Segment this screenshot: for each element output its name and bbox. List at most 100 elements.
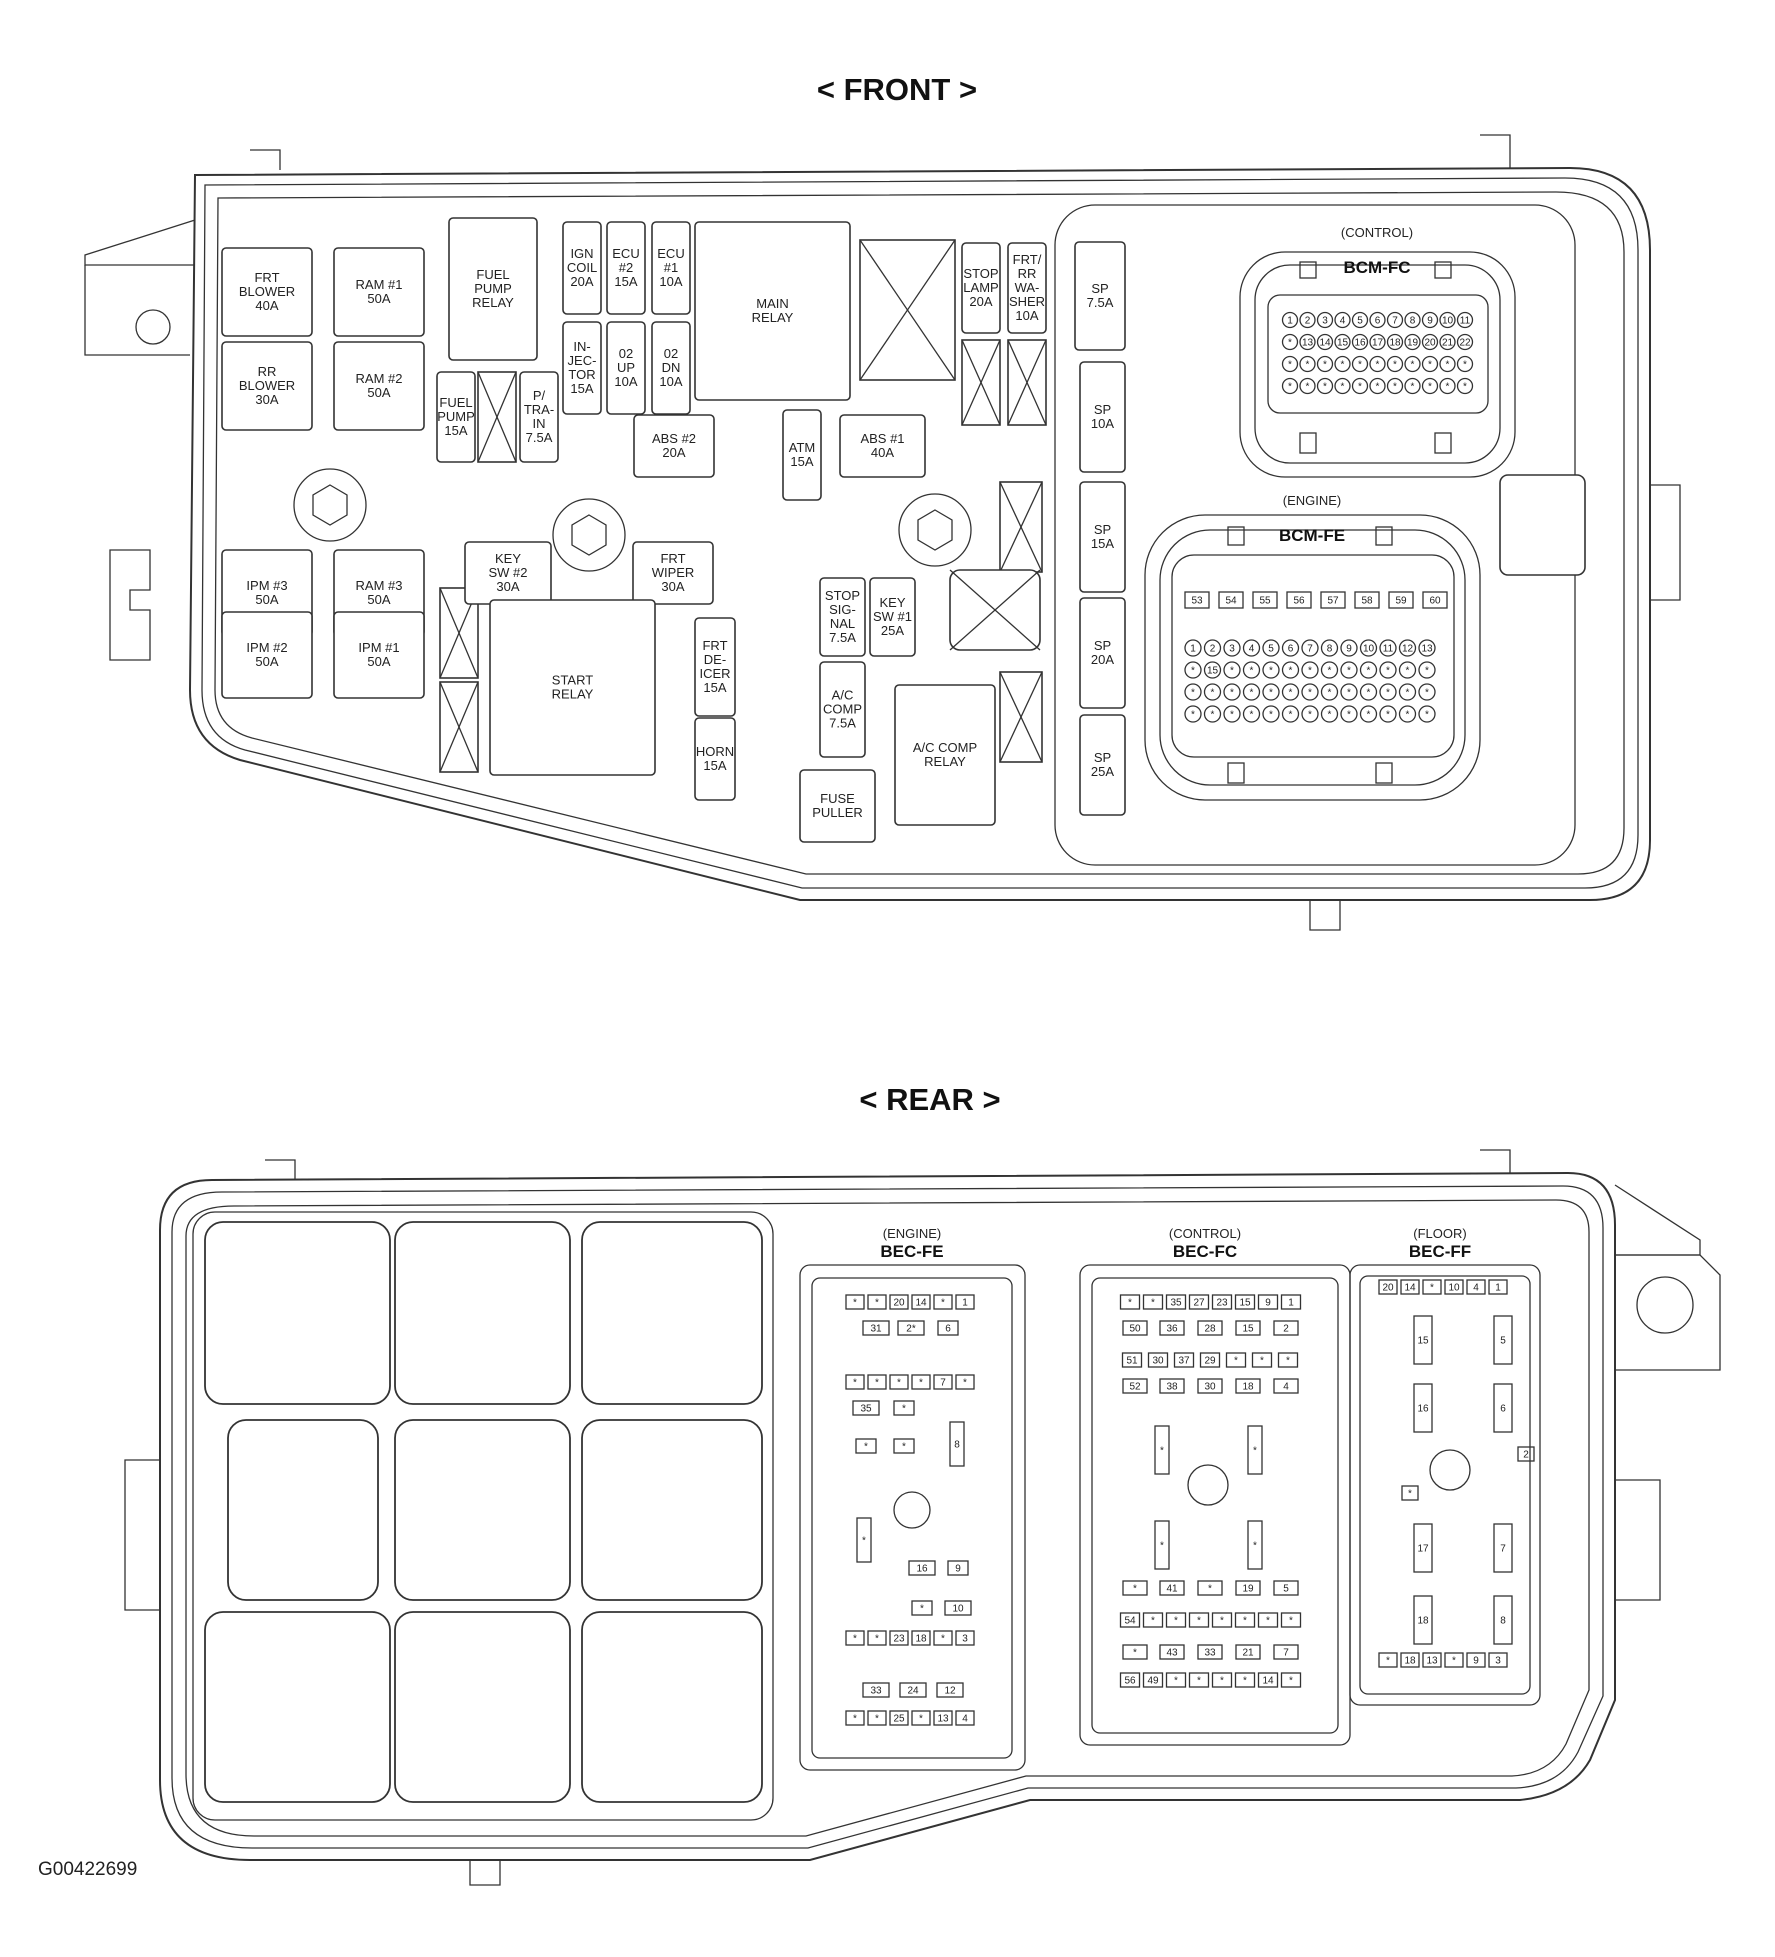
connector-pin: 57 — [1320, 591, 1346, 609]
svg-text:27: 27 — [1193, 1298, 1205, 1309]
connector-pin: 9 — [1466, 1652, 1486, 1668]
connector-pin: * — [1165, 1672, 1187, 1688]
svg-text:5: 5 — [1500, 1336, 1506, 1347]
connector-pin: 18 — [1235, 1378, 1261, 1394]
connector-pin: 10 — [1439, 311, 1456, 329]
connector-pin: 43 — [1159, 1644, 1185, 1660]
svg-text:*: * — [1250, 666, 1254, 677]
svg-text:*: * — [853, 1378, 857, 1389]
svg-text:7: 7 — [1392, 316, 1398, 327]
connector-pin: * — [1225, 1352, 1247, 1368]
svg-text:*: * — [1133, 1648, 1137, 1659]
svg-text:16: 16 — [1417, 1404, 1429, 1415]
svg-text:56: 56 — [1293, 596, 1305, 607]
connector-pin: 35 — [852, 1400, 880, 1416]
connector-pin: * — [1320, 683, 1339, 701]
svg-text:15: 15 — [1337, 338, 1349, 349]
svg-text:*: * — [1393, 382, 1397, 393]
svg-text:58: 58 — [1361, 596, 1373, 607]
connector-pin: 8 — [949, 1421, 965, 1467]
svg-text:43: 43 — [1166, 1648, 1178, 1659]
svg-text:23: 23 — [893, 1634, 905, 1645]
svg-text:*: * — [1408, 1489, 1412, 1500]
connector-pin: * — [1281, 333, 1299, 351]
svg-text:4: 4 — [1340, 316, 1346, 327]
svg-text:9: 9 — [1265, 1298, 1271, 1309]
svg-text:*: * — [1230, 710, 1234, 721]
connector-pin: 60 — [1422, 591, 1448, 609]
connector-pin: 14 — [911, 1294, 931, 1310]
svg-text:*: * — [853, 1298, 857, 1309]
svg-text:5: 5 — [1268, 644, 1274, 655]
svg-text:*: * — [1289, 688, 1293, 699]
connector-pin: 31 — [862, 1320, 890, 1336]
svg-text:*: * — [1386, 710, 1390, 721]
connector-pin: 7 — [933, 1374, 953, 1390]
svg-text:8: 8 — [1327, 644, 1333, 655]
connector-pin: 4 — [955, 1710, 975, 1726]
connector-pin: 14 — [1400, 1279, 1420, 1295]
svg-text:18: 18 — [1242, 1382, 1254, 1393]
svg-text:*: * — [1428, 382, 1432, 393]
svg-text:10: 10 — [952, 1604, 964, 1615]
svg-text:*: * — [1406, 688, 1410, 699]
connector-pin: 3 — [1223, 639, 1241, 657]
svg-text:15: 15 — [1207, 666, 1219, 677]
svg-text:*: * — [1306, 382, 1310, 393]
connector-pin: 58 — [1354, 591, 1380, 609]
connector-pin: 54 — [1218, 591, 1244, 609]
svg-text:*: * — [1328, 688, 1332, 699]
connector-pin: * — [1188, 1672, 1210, 1688]
bcm-fc-caption: (CONTROL) — [1341, 225, 1413, 240]
svg-text:*: * — [1358, 382, 1362, 393]
connector-pin: 1 — [1488, 1279, 1508, 1295]
empty-slot — [999, 481, 1043, 573]
svg-text:*: * — [853, 1634, 857, 1645]
svg-text:*: * — [1289, 710, 1293, 721]
bcm-fc-name: BCM-FC — [1343, 258, 1410, 277]
svg-text:*: * — [1286, 1356, 1290, 1367]
svg-text:36: 36 — [1166, 1324, 1178, 1335]
connector-pin: * — [1280, 1672, 1302, 1688]
connector-pin: 51 — [1121, 1352, 1143, 1368]
svg-text:*: * — [1253, 1446, 1257, 1457]
svg-text:8: 8 — [1410, 316, 1416, 327]
svg-text:2: 2 — [1210, 644, 1216, 655]
connector-pin: * — [1299, 377, 1316, 395]
svg-text:*: * — [1341, 360, 1345, 371]
svg-text:1: 1 — [962, 1298, 968, 1309]
connector-pin: * — [933, 1294, 953, 1310]
connector-pin: 19 — [1235, 1580, 1261, 1596]
svg-text:14: 14 — [1404, 1283, 1416, 1294]
connector-pin: * — [1223, 661, 1241, 679]
connector-pin: 53 — [1184, 591, 1210, 609]
connector-pin: 9 — [1421, 311, 1439, 329]
svg-text:*: * — [853, 1714, 857, 1725]
svg-text:20: 20 — [1382, 1283, 1394, 1294]
svg-text:*: * — [875, 1714, 879, 1725]
svg-text:37: 37 — [1178, 1356, 1190, 1367]
rear-housing — [124, 1149, 1721, 1886]
svg-text:7: 7 — [1283, 1648, 1289, 1659]
connector-pin: * — [1119, 1294, 1141, 1310]
connector-pin: * — [1165, 1612, 1187, 1628]
svg-text:*: * — [1208, 1584, 1212, 1595]
connector-pin: 3 — [1488, 1652, 1508, 1668]
connector-pin: 7 — [1273, 1644, 1299, 1660]
bcm-fe-caption: (ENGINE) — [1283, 493, 1342, 508]
connector-pin: * — [845, 1294, 865, 1310]
connector-pin: * — [867, 1710, 887, 1726]
connector-pin: * — [1379, 705, 1397, 723]
connector-pin: * — [1184, 705, 1202, 723]
connector-pin: * — [1316, 355, 1334, 373]
connector-pin: 33 — [1197, 1644, 1223, 1660]
